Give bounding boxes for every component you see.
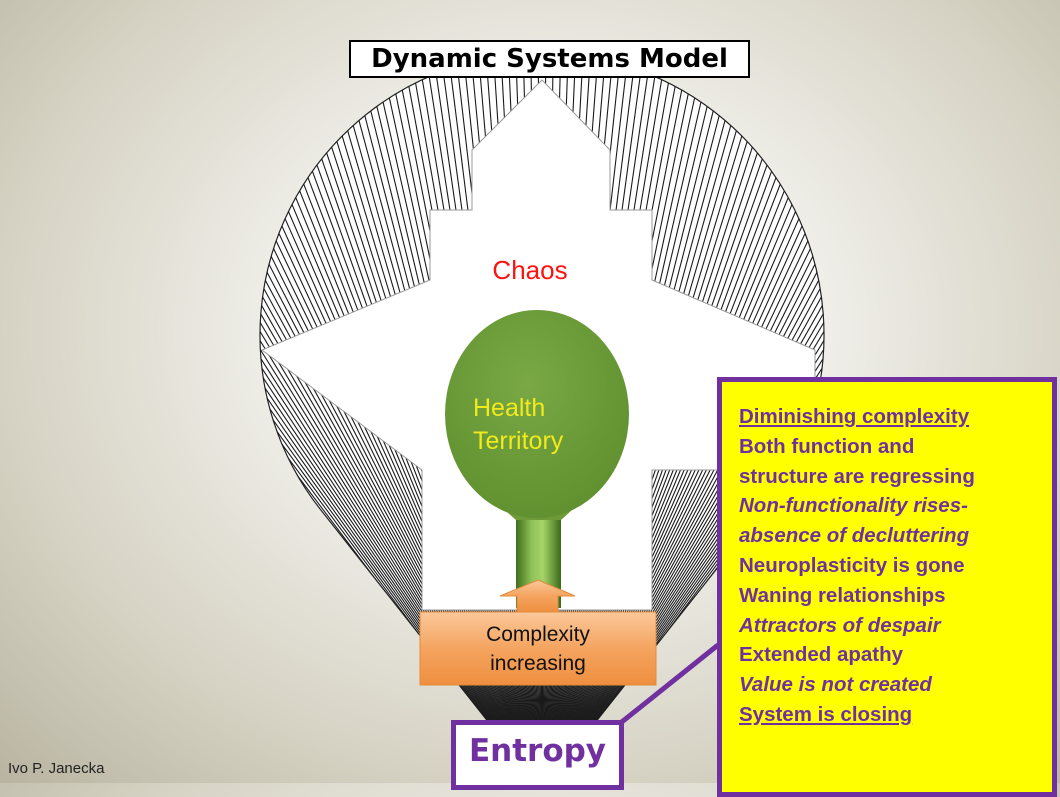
hatch-line — [260, 305, 543, 783]
hatch-line — [541, 213, 825, 783]
hatch-line — [260, 178, 543, 783]
hatch-line — [260, 221, 543, 783]
callout-line: Extended apathy — [739, 643, 904, 667]
hatch-line — [276, 151, 543, 783]
hatch-line — [260, 297, 543, 783]
hatch-line — [260, 313, 543, 783]
hatch-line — [272, 158, 543, 783]
hatch-line — [260, 228, 543, 783]
hatch-line — [541, 192, 825, 783]
arrow-label-line2: increasing — [490, 651, 586, 675]
diminishing-complexity-callout: Diminishing complexity Both function and… — [717, 377, 1057, 797]
callout-line: System is closing — [739, 702, 913, 726]
callout-line: absence of decluttering — [739, 524, 970, 548]
hatch-line — [260, 185, 543, 783]
hatch-line — [541, 145, 803, 783]
hatch-line — [541, 236, 825, 783]
hatch-line — [541, 178, 825, 783]
callout-line: structure are regressing — [739, 464, 975, 488]
callout-heading: Diminishing complexity — [739, 405, 970, 428]
hatch-line — [263, 171, 543, 783]
callout-line: Both function and — [739, 434, 915, 458]
chaos-label: Chaos — [492, 255, 568, 285]
callout-line: Attractors of despair — [739, 613, 941, 637]
hatch-line — [541, 171, 821, 783]
health-oval — [445, 310, 629, 518]
hatch-line — [541, 158, 812, 783]
hatch-line — [260, 281, 543, 783]
hatch-line — [281, 145, 543, 783]
callout-line: Non-functionality rises- — [739, 494, 968, 518]
callout-line: Value is not created — [739, 673, 932, 697]
hatch-line — [260, 289, 543, 783]
callout-line: Neuroplasticity is gone — [739, 553, 965, 577]
complexity-increasing-label: Complexity increasing — [420, 612, 656, 685]
hatch-line — [541, 243, 825, 783]
hatch-line — [541, 151, 808, 783]
hatch-line — [260, 206, 543, 783]
hatch-line — [541, 164, 817, 783]
diagram-title: Dynamic Systems Model — [349, 40, 750, 78]
complexity-arrow — [419, 579, 657, 686]
hatch-line — [260, 199, 543, 783]
health-label-line1: Health — [473, 394, 546, 422]
hatch-line — [541, 251, 825, 783]
hatch-line — [541, 206, 825, 783]
hatch-line — [541, 185, 825, 783]
hatch-line — [541, 221, 825, 783]
health-label-line2: Territory — [473, 427, 564, 455]
author-credit: Ivo P. Janecka — [8, 760, 105, 777]
hatch-line — [267, 164, 543, 783]
hatch-line — [260, 213, 543, 783]
hatch-line — [260, 192, 543, 783]
arrow-label-line1: Complexity — [486, 622, 590, 646]
health-territory-label: Health Territory — [473, 392, 603, 458]
entropy-box: Entropy — [451, 720, 624, 790]
callout-line: Waning relationships — [739, 583, 946, 607]
health-territory-shape — [445, 310, 629, 608]
hatch-line — [260, 236, 543, 783]
hatch-line — [541, 199, 825, 783]
callout-connector — [616, 643, 720, 727]
hatch-line — [541, 228, 825, 783]
hatch-line — [285, 139, 543, 783]
hatch-line — [260, 243, 543, 783]
